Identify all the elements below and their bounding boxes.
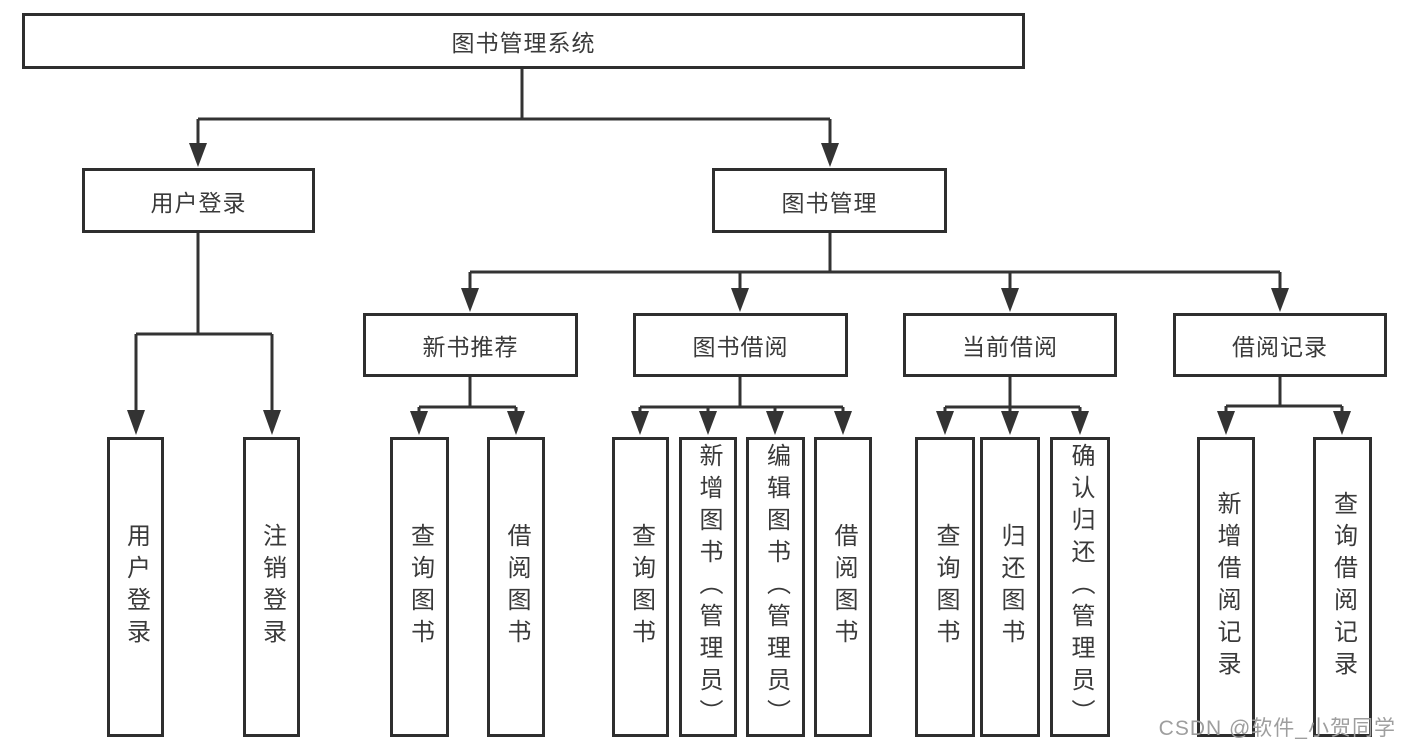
leaf-current-confirm-return-admin: 确认归还（管理员） — [1050, 437, 1110, 737]
arrowhead-icon — [1071, 411, 1089, 435]
arrowhead-icon — [699, 411, 717, 435]
leaf-current-return-book: 归还图书 — [980, 437, 1040, 737]
leaf-borrowing-add-book-admin: 新增图书（管理员） — [679, 437, 737, 737]
arrowhead-icon — [127, 410, 145, 435]
arrowhead-icon — [766, 411, 784, 435]
connector-bookborrow-to-leaves — [638, 377, 845, 412]
node-user-login: 用户登录 — [82, 168, 315, 233]
leaf-records-add-borrow-record: 新增借阅记录 — [1197, 437, 1255, 737]
node-new-book-recommendation: 新书推荐 — [363, 313, 578, 377]
csdn-watermark: CSDN @软件_小贺同学 — [1158, 717, 1396, 740]
connector-bookmgmt-to-level3 — [468, 233, 1282, 289]
arrowhead-icon — [1217, 411, 1235, 435]
node-library-management-system: 图书管理系统 — [22, 13, 1025, 69]
connector-userlogin-to-leaves — [134, 233, 274, 411]
arrowhead-icon — [1001, 288, 1019, 312]
leaf-borrowing-query-book: 查询图书 — [612, 437, 669, 737]
leaf-user-login: 用户登录 — [107, 437, 164, 737]
arrowhead-icon — [189, 143, 207, 167]
arrowhead-icon — [821, 143, 839, 167]
arrowhead-icon — [461, 288, 479, 312]
leaf-logout: 注销登录 — [243, 437, 300, 737]
node-book-management: 图书管理 — [712, 168, 947, 233]
leaf-newbook-query-book: 查询图书 — [390, 437, 449, 737]
connector-root-to-level2 — [196, 68, 832, 144]
arrowhead-icon — [263, 410, 281, 435]
node-current-borrowing: 当前借阅 — [903, 313, 1117, 377]
arrowhead-icon — [1001, 411, 1019, 435]
arrowhead-icon — [507, 411, 525, 435]
leaf-borrowing-borrow-book: 借阅图书 — [814, 437, 872, 737]
arrowhead-icon — [936, 411, 954, 435]
arrowhead-icon — [1333, 411, 1351, 435]
leaf-newbook-borrow-book: 借阅图书 — [487, 437, 545, 737]
leaf-records-query-borrow-record: 查询借阅记录 — [1313, 437, 1372, 737]
leaf-current-query-book: 查询图书 — [915, 437, 975, 737]
arrowhead-icon — [1271, 288, 1289, 312]
arrowhead-icon — [731, 288, 749, 312]
arrowhead-icon — [834, 411, 852, 435]
connector-newbook-to-leaves — [417, 377, 518, 412]
leaf-borrowing-edit-book-admin: 编辑图书（管理员） — [746, 437, 805, 737]
arrowhead-icon — [631, 411, 649, 435]
node-borrow-records: 借阅记录 — [1173, 313, 1387, 377]
node-book-borrowing: 图书借阅 — [633, 313, 848, 377]
arrowhead-icon — [410, 411, 428, 435]
connector-records-to-leaves — [1224, 377, 1344, 412]
connector-currentborrow-to-leaves — [943, 377, 1082, 412]
